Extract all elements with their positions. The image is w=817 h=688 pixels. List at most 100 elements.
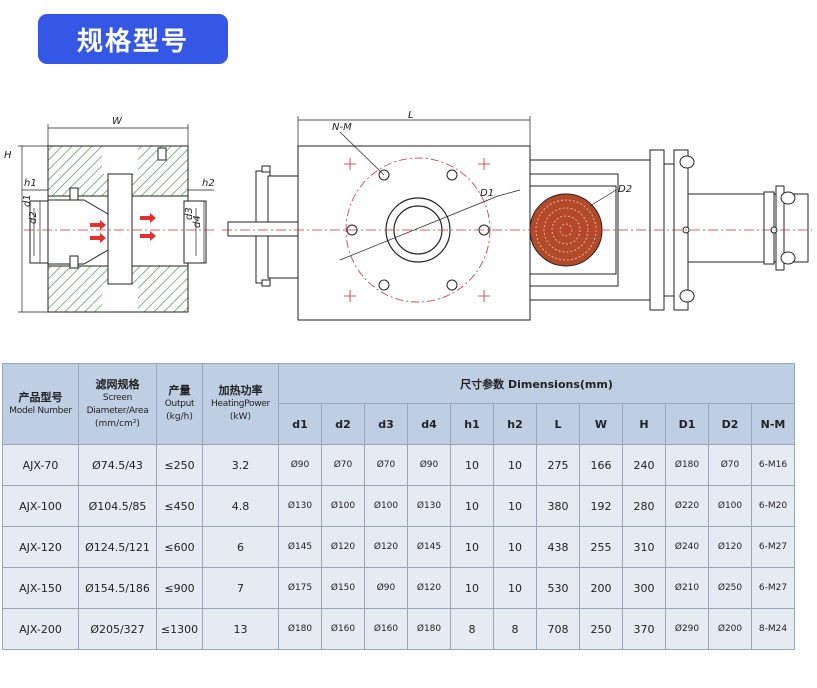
cell-dim-n-m: 6-M27 [751,526,795,568]
header-power: 加热功率 HeatingPower (kW) [202,363,279,445]
cell-dim-d1: Ø240 [665,526,709,568]
cell-model: AJX-200 [2,608,79,650]
cell-dim-h: 280 [622,485,666,527]
cell-dim-h2: 10 [493,444,537,486]
cell-dim-d4: Ø130 [407,485,451,527]
cell-output: ≤450 [156,485,203,527]
cell-power: 7 [202,567,279,609]
cell-dim-n-m: 6-M27 [751,567,795,609]
cell-power: 3.2 [202,444,279,486]
dim-label-d4: d4 [192,215,203,228]
front-view [227,145,809,321]
cell-output: ≤1300 [156,608,203,650]
cell-dim-h2: 8 [493,608,537,650]
cell-dim-d2: Ø120 [321,526,365,568]
header-dim-d3: d3 [364,403,408,445]
cell-dim-l: 530 [536,567,580,609]
cell-dim-d4: Ø120 [407,567,451,609]
cell-screen: Ø104.5/85 [78,485,157,527]
cell-output: ≤250 [156,444,203,486]
cell-dim-h: 300 [622,567,666,609]
cell-dim-d2: Ø120 [708,526,752,568]
header-output-en: Output [164,399,195,409]
cell-dim-d1: Ø130 [278,485,322,527]
cell-dim-h2: 10 [493,526,537,568]
cell-model: AJX-150 [2,567,79,609]
cell-dim-d3: Ø70 [364,444,408,486]
cell-dim-d2: Ø100 [321,485,365,527]
dim-label-d2: d2 [28,211,39,224]
header-dim-h1: h1 [450,403,494,445]
cell-dim-w: 255 [579,526,623,568]
cell-dim-d3: Ø120 [364,526,408,568]
cell-screen: Ø74.5/43 [78,444,157,486]
cell-dim-h1: 10 [450,526,494,568]
cell-model: AJX-120 [2,526,79,568]
dim-label-h1: h1 [24,178,37,189]
header-power-en: HeatingPower [211,399,270,409]
cell-dim-d4: Ø90 [407,444,451,486]
cell-dim-l: 438 [536,526,580,568]
cell-dim-d2: Ø160 [321,608,365,650]
dim-label-W: W [112,116,123,127]
cell-dim-h1: 10 [450,444,494,486]
bolt-holes [346,169,490,291]
cell-dim-d1: Ø220 [665,485,709,527]
cell-dim-d1: Ø290 [665,608,709,650]
cell-power: 4.8 [202,485,279,527]
cell-dim-l: 380 [536,485,580,527]
header-output-cn: 产量 [168,384,191,397]
header-model-en: Model Number [9,405,72,416]
header-power-cn: 加热功率 [218,384,263,397]
header-screen-cn: 滤网规格 [95,377,140,391]
header-dim-d2: d2 [321,403,365,445]
cell-model: AJX-70 [2,444,79,486]
cell-dim-l: 708 [536,608,580,650]
flow-arrows [90,213,156,243]
cell-dim-h: 310 [622,526,666,568]
cell-screen: Ø124.5/121 [78,526,157,568]
drawing-dimension-labels: W H h1 h2 d1 d2 d3 d4 [4,116,215,228]
header-screen-en: Screen Diameter/Area [86,392,149,416]
cell-dim-d3: Ø100 [364,485,408,527]
cell-dim-w: 200 [579,567,623,609]
header-screen: 滤网规格 Screen Diameter/Area (mm/cm²) [78,363,157,445]
cell-dim-d4: Ø180 [407,608,451,650]
cell-dim-d2: Ø70 [321,444,365,486]
cell-dim-h: 240 [622,444,666,486]
dim-label-d3: d3 [184,207,195,220]
cell-dim-d2: Ø100 [708,485,752,527]
cell-dim-w: 166 [579,444,623,486]
cell-dim-d1: Ø175 [278,567,322,609]
dim-label-L: L [408,110,414,121]
cell-output: ≤900 [156,567,203,609]
cell-dim-d1: Ø180 [278,608,322,650]
cell-dim-d3: Ø90 [364,567,408,609]
header-model: 产品型号 Model Number [2,363,79,445]
spec-table: 产品型号 Model Number 滤网规格 Screen Diameter/A… [2,363,795,650]
header-output-unit: (kg/h) [166,412,193,422]
cell-dim-d2: Ø150 [321,567,365,609]
cell-dim-n-m: 6-M16 [751,444,795,486]
cell-power: 13 [202,608,279,650]
header-dim-n-m: N-M [751,403,795,445]
cell-dim-h2: 10 [493,485,537,527]
cell-dim-h: 370 [622,608,666,650]
cell-dim-d1: Ø145 [278,526,322,568]
header-dim-w: W [579,403,623,445]
technical-drawing: W H h1 h2 d1 d2 d3 d4 [4,110,812,321]
cell-dim-w: 250 [579,608,623,650]
cell-dim-h1: 10 [450,567,494,609]
header-power-unit: (kW) [229,412,252,422]
header-dim-d4: d4 [407,403,451,445]
cell-dim-d1: Ø210 [665,567,709,609]
cell-dim-n-m: 8-M24 [751,608,795,650]
cell-dim-d2: Ø200 [708,608,752,650]
cell-dim-d1: Ø180 [665,444,709,486]
